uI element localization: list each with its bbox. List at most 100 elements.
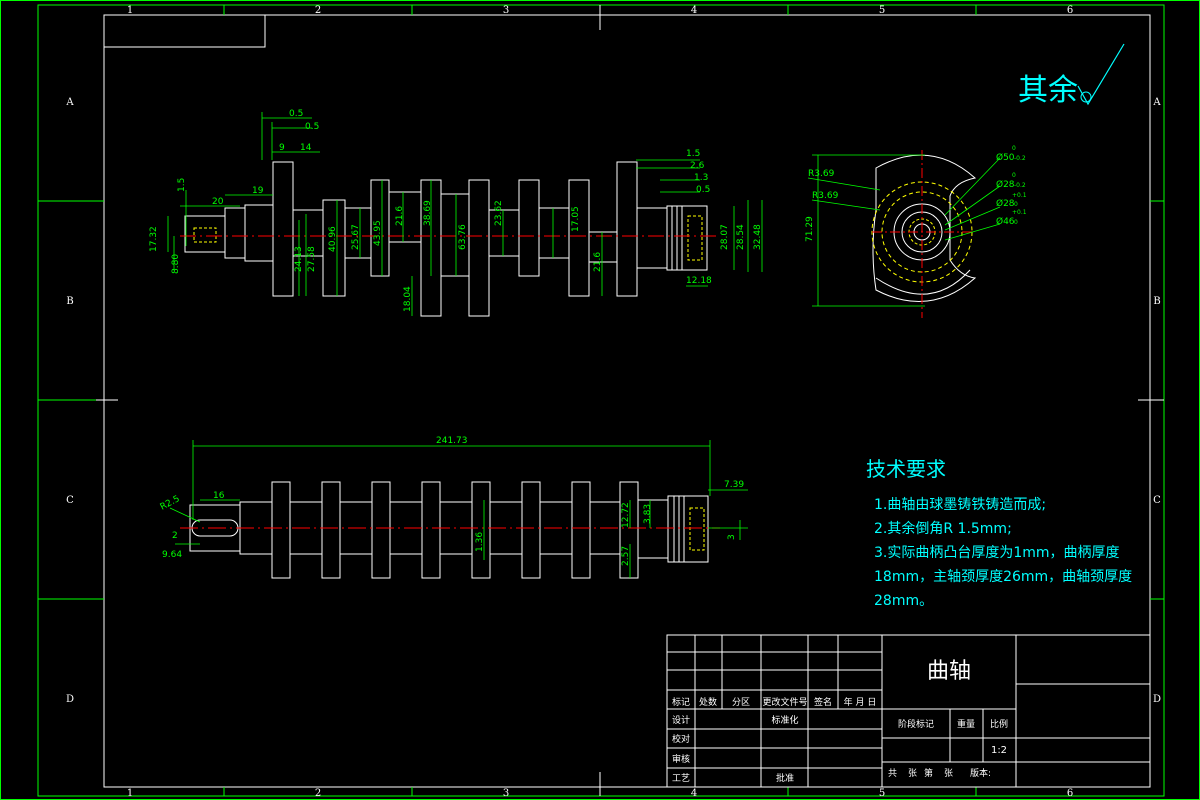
col-count: 处数 bbox=[699, 696, 717, 708]
dim-20: 20 bbox=[212, 197, 224, 207]
dim-7-39: 7.39 bbox=[724, 480, 744, 490]
dim-r3-69-b: R3.69 bbox=[812, 191, 839, 201]
col-sign: 签名 bbox=[814, 696, 832, 708]
dim-28-07: 28.07 bbox=[720, 224, 730, 250]
label-scale: 比例 bbox=[990, 718, 1008, 730]
dim-14: 14 bbox=[300, 143, 312, 153]
label-sheets: 张 bbox=[908, 768, 917, 779]
dim-3: 3 bbox=[727, 534, 737, 540]
dim-9: 9 bbox=[279, 143, 285, 153]
zone-col-4-top: 4 bbox=[691, 5, 697, 16]
dim-1-36: 1.36 bbox=[475, 532, 485, 552]
dim-dia-28b: Ø28 bbox=[996, 198, 1015, 209]
dim-dia-28a: Ø28 bbox=[996, 179, 1015, 190]
zone-row-d-left: D bbox=[66, 694, 74, 705]
zone-row-d-right: D bbox=[1153, 694, 1161, 705]
dim-12-72: 12.72 bbox=[621, 502, 631, 528]
dim-27-58: 27.58 bbox=[307, 246, 317, 272]
tech-line-2: 2.其余倒角R 1.5mm; bbox=[874, 520, 1012, 537]
dim-0-5b: 0.5 bbox=[305, 122, 319, 132]
zone-row-b-left: B bbox=[66, 296, 73, 307]
zone-col-2-bottom: 2 bbox=[315, 788, 321, 799]
label-weight: 重量 bbox=[957, 718, 975, 730]
label-version: 版本: bbox=[970, 767, 991, 779]
dim-dia-28b-tol2: 0 bbox=[1014, 201, 1018, 208]
zone-labels: 1 2 3 4 5 6 1 2 3 4 5 6 A B C D A B C D bbox=[65, 5, 1161, 799]
dim-dia-46-tol: +0.1 bbox=[1012, 209, 1027, 216]
label-design: 设计 bbox=[672, 714, 690, 726]
col-docno: 更改文件号 bbox=[762, 696, 807, 708]
col-zone: 分区 bbox=[732, 697, 750, 708]
dim-19: 19 bbox=[252, 186, 264, 196]
part-name: 曲轴 bbox=[927, 659, 971, 684]
zone-col-3-bottom: 3 bbox=[503, 788, 509, 799]
top-view-dimensions bbox=[167, 112, 763, 316]
zone-col-3-top: 3 bbox=[503, 5, 509, 16]
surface-note-text: 其余 bbox=[1018, 73, 1078, 108]
tech-line-1: 1.曲轴由球墨铸铁铸造而成; bbox=[874, 497, 1046, 513]
zone-col-1-bottom: 1 bbox=[127, 788, 133, 799]
label-total: 共 bbox=[888, 768, 897, 779]
title-block-text: 曲轴 标记 处数 分区 更改文件号 签名 年 月 日 设计 标准化 校对 审核 … bbox=[672, 659, 1008, 784]
dim-241-73: 241.73 bbox=[436, 436, 468, 446]
surface-roughness-note: 其余 bbox=[1018, 43, 1125, 108]
top-view-dimension-text: 0.5 0.5 9 14 1.5 20 19 17.32 8.80 24.13 … bbox=[149, 109, 763, 312]
dim-1-5-right: 1.5 bbox=[686, 149, 700, 159]
dim-2-6: 2.6 bbox=[690, 161, 705, 171]
dim-25-67: 25.67 bbox=[351, 224, 361, 250]
zone-col-1-top: 1 bbox=[127, 5, 133, 16]
zone-row-a-left: A bbox=[65, 97, 74, 108]
dim-23-62: 23.62 bbox=[494, 200, 504, 226]
dim-21-6b: 21.6 bbox=[593, 252, 603, 272]
dim-40-96: 40.96 bbox=[328, 226, 338, 252]
dim-43-95: 43.95 bbox=[373, 220, 383, 246]
dim-dia-28a-tol: 0 bbox=[1012, 172, 1016, 179]
side-view-dimension-text: R3.69 R3.69 71.29 Ø50 0 -0.2 Ø28 0 -0.2 … bbox=[805, 145, 1027, 242]
label-process: 工艺 bbox=[672, 773, 690, 784]
dim-1-3: 1.3 bbox=[694, 173, 708, 183]
scale-value: 1:2 bbox=[991, 745, 1007, 756]
zone-col-2-top: 2 bbox=[315, 5, 321, 16]
label-standardize: 标准化 bbox=[771, 714, 798, 726]
label-stage: 阶段标记 bbox=[898, 718, 934, 730]
dim-12-18: 12.18 bbox=[686, 276, 712, 286]
crankshaft-top-view bbox=[180, 161, 720, 317]
dim-dia-50: Ø50 bbox=[996, 152, 1015, 163]
dim-71-29: 71.29 bbox=[805, 216, 815, 242]
col-date: 年 月 日 bbox=[844, 696, 877, 708]
col-mark: 标记 bbox=[672, 696, 690, 708]
dim-dia-46: Ø46 bbox=[996, 216, 1015, 227]
dim-28-54: 28.54 bbox=[736, 224, 746, 250]
dim-32-48: 32.48 bbox=[753, 224, 763, 250]
technical-requirements: 技术要求 1.曲轴由球墨铸铁铸造而成; 2.其余倒角R 1.5mm; 3.实际曲… bbox=[866, 457, 1132, 609]
zone-row-c-right: C bbox=[1153, 495, 1161, 506]
bottom-view-dimension-text: 241.73 16 R2.5 2 9.64 7.39 3 12.72 3.83 … bbox=[159, 436, 745, 566]
dim-1-5-left: 1.5 bbox=[177, 178, 187, 192]
zone-row-b-right: B bbox=[1153, 296, 1160, 307]
label-sheet: 张 bbox=[944, 768, 953, 779]
zone-row-a-right: A bbox=[1152, 97, 1161, 108]
label-check: 校对 bbox=[672, 733, 690, 745]
tech-title: 技术要求 bbox=[866, 457, 946, 481]
dim-17-05: 17.05 bbox=[571, 206, 581, 232]
tech-line-5: 28mm。 bbox=[874, 593, 933, 609]
zone-col-6-top: 6 bbox=[1067, 5, 1073, 16]
dim-r2-5: R2.5 bbox=[159, 494, 182, 512]
dim-3-83: 3.83 bbox=[643, 504, 653, 524]
label-review: 审核 bbox=[672, 753, 690, 765]
crankshaft-bottom-view bbox=[180, 481, 720, 579]
dim-8-80: 8.80 bbox=[171, 254, 181, 274]
dim-dia-28a-tol2: -0.2 bbox=[1014, 182, 1026, 189]
dim-17-32: 17.32 bbox=[149, 226, 159, 252]
label-sheet-no: 第 bbox=[924, 767, 933, 779]
zone-col-4-bottom: 4 bbox=[691, 788, 697, 799]
dim-2: 2 bbox=[172, 531, 178, 541]
dim-r3-69-a: R3.69 bbox=[808, 169, 835, 179]
tech-line-3: 3.实际曲柄凸台厚度为1mm，曲柄厚度 bbox=[874, 545, 1120, 561]
dim-dia-46-tol2: 0 bbox=[1014, 219, 1018, 226]
tech-line-4: 18mm，主轴颈厚度26mm，曲轴颈厚度 bbox=[874, 569, 1132, 585]
label-approve: 批准 bbox=[776, 772, 794, 784]
dim-38-69: 38.69 bbox=[423, 200, 433, 226]
